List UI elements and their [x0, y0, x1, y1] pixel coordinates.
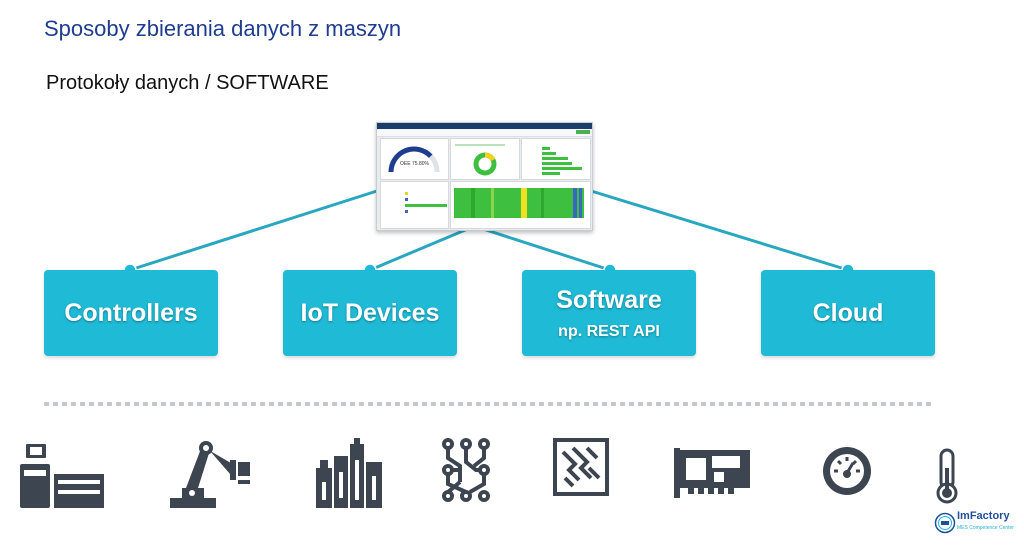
reasons-chart [405, 192, 447, 213]
cnc-machine-icon [20, 444, 104, 508]
imfactory-logo-mark [934, 512, 956, 534]
slide-title: Sposoby zbierania danych z maszyn [44, 16, 402, 41]
thermometer-icon [936, 448, 958, 504]
box-cloud-label: Cloud [812, 298, 884, 327]
box-iot-devices: IoT Devices [283, 270, 457, 356]
box-software-label: Software [556, 285, 662, 314]
factory-icon [316, 438, 382, 508]
slide-subtitle: Protokoły danych / SOFTWARE [46, 72, 329, 94]
donut-panel [450, 138, 520, 180]
gauge-icon [823, 447, 871, 495]
dashboard-header-bar [377, 123, 592, 129]
robot-arm-icon [170, 441, 250, 508]
imfactory-logo: ImFactory MES Competence Center [934, 506, 1014, 542]
box-software-sublabel: np. REST API [558, 322, 660, 340]
connector-iot [369, 226, 471, 272]
box-controllers: Controllers [44, 270, 218, 356]
logo-name: ImFactory [957, 510, 1010, 522]
box-iot-devices-label: IoT Devices [300, 298, 440, 327]
bar-chart-mini [542, 147, 582, 175]
box-cloud: Cloud [761, 270, 935, 356]
box-software: Software np. REST API [522, 270, 696, 356]
bars-panel [521, 138, 591, 180]
connector-controllers [129, 188, 381, 272]
oee-panel: OEE 75.80% [380, 138, 449, 180]
box-controllers-label: Controllers [64, 298, 198, 327]
dashboard-action-button [576, 130, 590, 134]
dashboard-screenshot: OEE 75.80% [376, 122, 593, 231]
timeline-heatmap [454, 188, 584, 218]
oee-label: OEE 75.80% [400, 161, 429, 167]
connector-cloud [587, 188, 849, 272]
chip-board-icon [553, 438, 609, 496]
dashboard-nav [377, 129, 592, 137]
pci-card-icon [674, 448, 750, 498]
oee-gauge [388, 146, 440, 173]
timeline-panel [450, 181, 591, 229]
donut-chart [455, 144, 505, 176]
logo-tagline: MES Competence Center [957, 525, 1014, 531]
circuit-icon [442, 438, 490, 502]
reasons-panel [380, 181, 449, 229]
connector-software [479, 226, 611, 272]
